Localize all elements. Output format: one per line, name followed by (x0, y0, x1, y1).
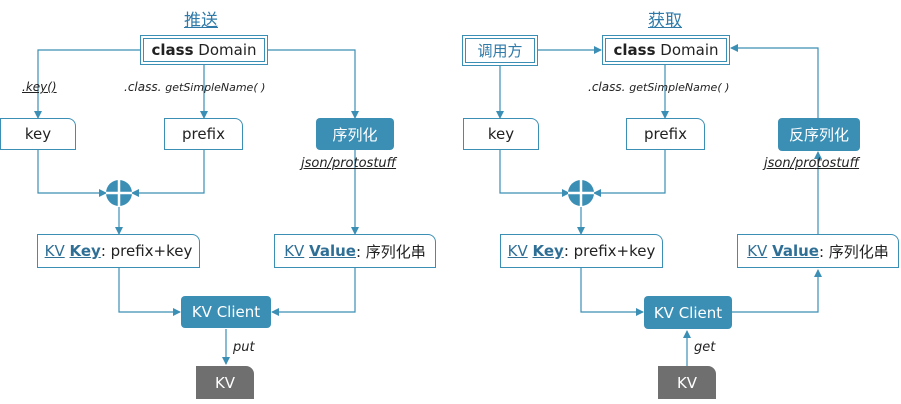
domain-class-keyword: class (613, 41, 656, 59)
put-operation-label: put (233, 340, 255, 355)
push-kv-value-box: KV Value: 序列化串 (274, 234, 436, 268)
push-title: 推送 (184, 11, 218, 31)
key-method-label: .key() (22, 80, 57, 94)
class-method-label: .class. getSimpleName( ) (588, 80, 730, 94)
get-kv-key-box: KV Key: prefix+key (500, 234, 663, 268)
connector-key-to-plus-get (499, 150, 570, 197)
connector-prefix-to-plus-get (593, 150, 666, 197)
connector-kvkey-to-client-get (580, 268, 644, 316)
connector-key-to-plus (37, 150, 107, 197)
get-kv-store-box: KV (658, 366, 716, 399)
plus-icon (106, 180, 132, 206)
connector-kvvalue-to-client (271, 268, 356, 316)
connector-client-to-kvvalue (732, 269, 822, 313)
caller-box: 调用方 (462, 35, 538, 66)
push-kv-store-box: KV (196, 366, 254, 399)
push-prefix-box: prefix (164, 118, 243, 150)
class-method-label: .class. getSimpleName( ) (124, 80, 266, 94)
connector-prefix-to-plus (131, 150, 205, 197)
deserialize-format-label: json/protostuff (764, 156, 860, 171)
domain-name: Domain (660, 41, 719, 59)
connector-kvkey-to-client (118, 268, 181, 316)
push-domain-box: class Domain (140, 35, 268, 65)
connector-domain-to-key (34, 49, 140, 119)
get-prefix-box: prefix (626, 118, 705, 150)
push-key-box: key (0, 118, 76, 150)
push-kv-client-box: KV Client (181, 296, 271, 328)
get-domain-box: class Domain (602, 35, 730, 65)
get-kv-value-box: KV Value: 序列化串 (737, 234, 899, 268)
connector-domain-to-serialize (268, 49, 359, 119)
get-title: 获取 (648, 11, 682, 31)
connector-deserialize-to-domain (730, 44, 819, 118)
domain-name: Domain (198, 41, 257, 59)
plus-icon (568, 180, 594, 206)
serialize-format-label: json/protostuff (301, 156, 397, 171)
get-kv-client-box: KV Client (644, 296, 732, 329)
domain-class-keyword: class (151, 41, 194, 59)
get-key-box: key (463, 118, 539, 150)
serialize-box: 序列化 (316, 118, 394, 150)
push-kv-key-box: KV Key: prefix+key (37, 234, 200, 268)
get-operation-label: get (694, 340, 716, 355)
deserialize-box: 反序列化 (778, 118, 860, 151)
